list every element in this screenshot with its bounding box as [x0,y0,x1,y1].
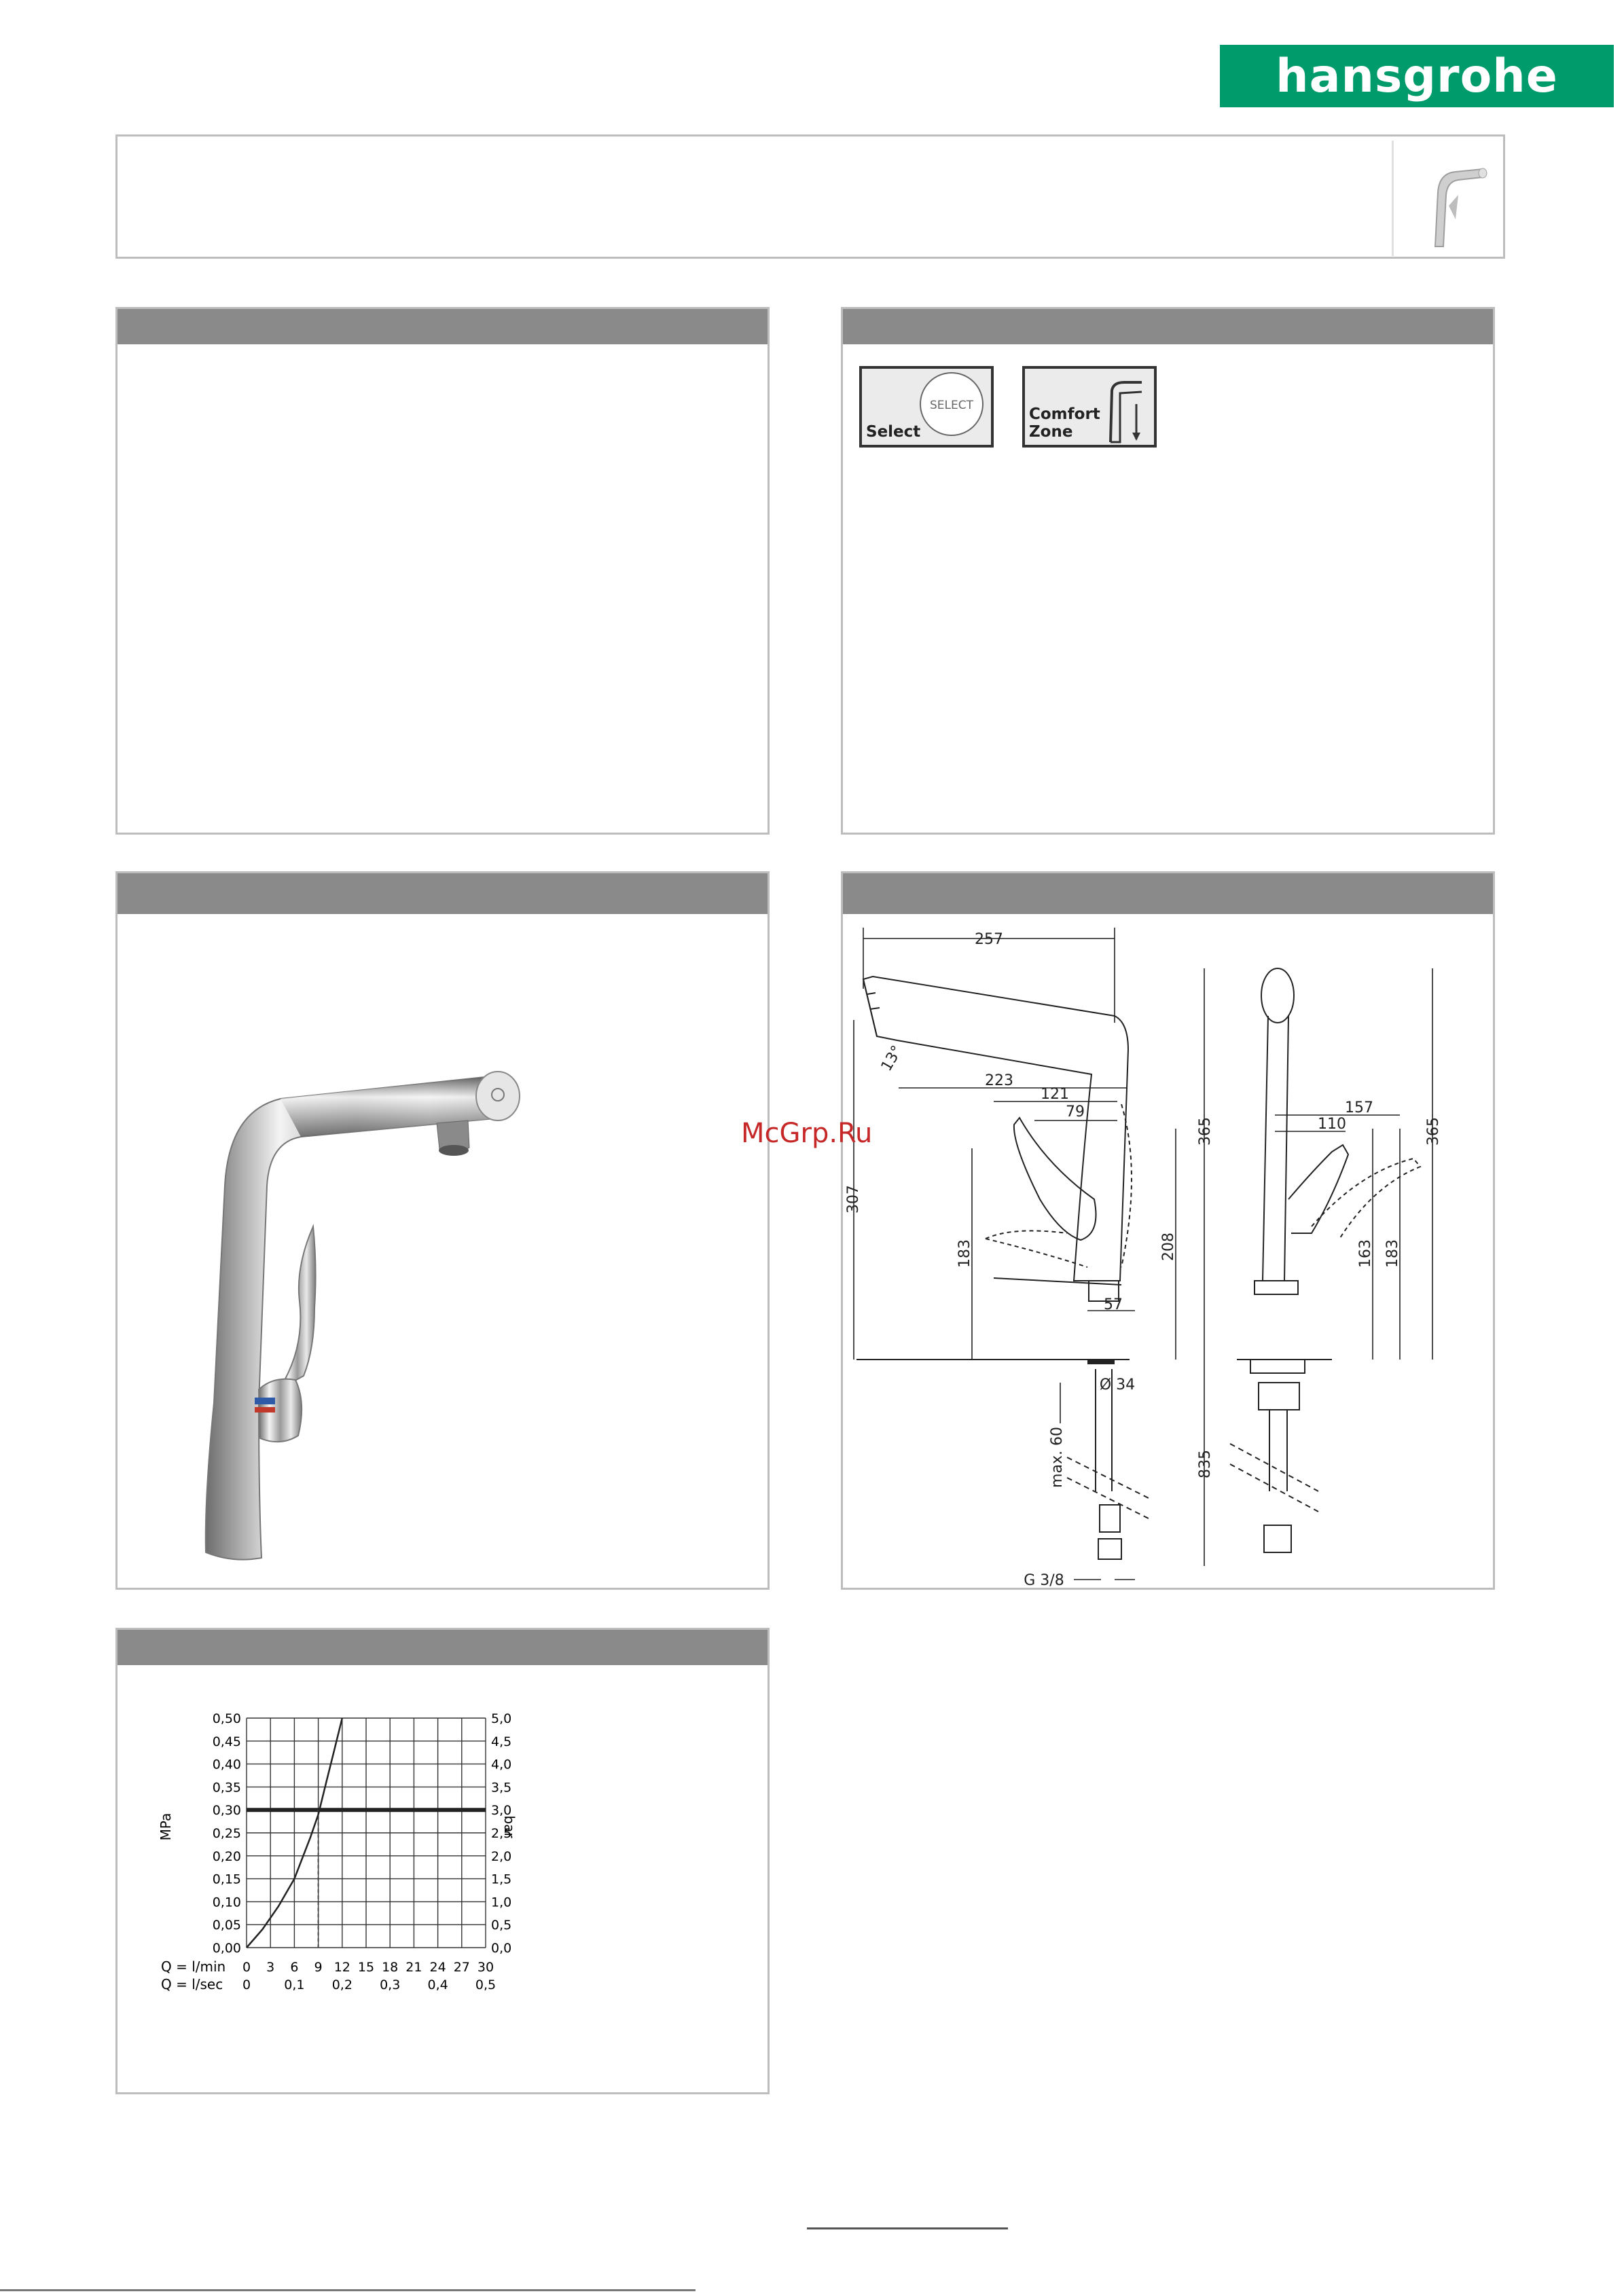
dim-110: 110 [1318,1116,1346,1133]
comfort-line1: Comfort [1029,405,1100,423]
x-tick-lsec: 0 [242,1978,251,1992]
comfort-line2: Zone [1029,423,1072,441]
logo-text: hansgrohe [1276,49,1558,103]
y-tick-right: 1,0 [491,1895,511,1910]
x-tick-lmin: 9 [314,1960,323,1975]
dim-257: 257 [975,931,1003,948]
y-tick-left: 0,40 [213,1757,241,1772]
title-divider [1392,141,1394,256]
panel-header [843,309,1493,344]
y-tick-right: 3,5 [491,1780,511,1795]
x-tick-lmin: 12 [334,1960,350,1975]
x-tick-lmin: 6 [290,1960,298,1975]
chart-series-layer [246,1717,486,1948]
dim-57: 57 [1104,1296,1123,1313]
series-curve [246,1717,344,1948]
y-tick-right: 5,0 [491,1711,511,1726]
faucet-photo [204,1071,520,1561]
dim-183-front: 183 [1384,1239,1401,1268]
y-tick-left: 0,25 [213,1826,241,1841]
chart-grid [246,1717,486,1948]
y-tick-left: 0,20 [213,1849,241,1864]
y-tick-right: 4,5 [491,1734,511,1749]
y-tick-right: 1,5 [491,1872,511,1887]
y-tick-left: 0,05 [213,1918,241,1933]
title-box [115,134,1505,259]
flow-pressure-chart: 0,000,050,100,150,200,250,300,350,400,45… [158,1711,518,1992]
dim-13-deg: 13° [878,1043,906,1074]
panel-technical-drawing: 257 13° 223 121 79 307 183 208 365 57 ma… [741,871,1495,1590]
y-tick-right: 4,0 [491,1757,511,1772]
x-tick-lmin: 27 [454,1960,470,1975]
y-axis-label-right: bar [501,1815,518,1838]
y-tick-right: 0,5 [491,1918,511,1933]
select-label: Select [866,423,920,441]
dim-dia-34: Ø 34 [1100,1377,1135,1393]
y-tick-left: 0,50 [213,1711,241,1726]
y-tick-right: 3,0 [491,1803,511,1818]
panel-header [118,1630,768,1665]
dim-121: 121 [1041,1086,1069,1103]
x-tick-lmin: 30 [477,1960,494,1975]
y-tick-left: 0,45 [213,1734,241,1749]
y-tick-right: 0,0 [491,1941,511,1956]
y-tick-left: 0,10 [213,1895,241,1910]
dim-max-60: max. 60 [1049,1427,1066,1488]
footer-line [807,2227,1008,2229]
x-label-lmin: Q = l/min [161,1958,225,1975]
dim-307: 307 [845,1185,862,1214]
bottom-rule [0,2289,696,2291]
chart-right-ticks: 0,0 0,5 1,0 1,5 2,0 2,5 3,0 3,5 4,0 4,5 5,0 [491,1711,511,1956]
x-tick-lsec: 0,2 [332,1978,353,1992]
watermark-text: McGrp.Ru [741,1118,873,1149]
comfort-zone-badge-icon: Comfort Zone [1022,366,1157,448]
chart-left-ticks: 0,00 0,05 0,10 0,15 0,20 0,25 0,30 0,35 0,40 0,45… [213,1711,241,1956]
dim-365-front: 365 [1425,1117,1442,1146]
panel-header [118,309,768,344]
panel-description [115,307,770,835]
x-label-lsec: Q = l/sec [161,1976,223,1992]
panel-header [118,873,768,914]
dim-183-side: 183 [956,1239,973,1268]
x-tick-lmin: 21 [405,1960,422,1975]
dim-835: 835 [1197,1450,1214,1478]
dim-157: 157 [1345,1099,1373,1116]
x-tick-lmin: 3 [266,1960,274,1975]
dim-79: 79 [1066,1104,1085,1120]
panel-features: SELECT Select Comfort Zone [841,307,1495,835]
dim-163: 163 [1357,1239,1374,1268]
select-circle-text: SELECT [930,399,974,412]
dim-365-side: 365 [1197,1117,1214,1146]
panel-product-image [115,871,770,1590]
x-tick-lmin: 18 [382,1960,398,1975]
x-tick-lsec: 0,3 [380,1978,400,1992]
x-tick-lsec: 0,4 [427,1978,448,1992]
dim-208: 208 [1160,1233,1177,1261]
x-tick-lmin: 15 [358,1960,374,1975]
y-tick-left: 0,35 [213,1780,241,1795]
y-tick-right: 2,0 [491,1849,511,1864]
x-tick-lsec: 0,1 [284,1978,304,1992]
y-tick-right: 2,5 [491,1826,511,1841]
hansgrohe-logo: hansgrohe [1220,45,1614,107]
dim-223: 223 [985,1072,1013,1089]
y-axis-label-left: MPa [158,1813,174,1841]
y-tick-left: 0,30 [213,1803,241,1818]
x-tick-lsec: 0,5 [475,1978,496,1992]
dimension-drawing: 257 13° 223 121 79 307 183 208 365 57 ma… [845,928,1442,1586]
panel-header [843,873,1493,914]
y-tick-left: 0,00 [213,1941,241,1956]
x-tick-lmin: 24 [430,1960,446,1975]
product-thumbnail-icon [1434,168,1487,247]
y-tick-left: 0,15 [213,1872,241,1887]
x-tick-lmin: 0 [242,1960,251,1975]
select-badge-icon: SELECT Select [859,366,994,448]
dim-g38: G 3/8 [1024,1572,1064,1586]
